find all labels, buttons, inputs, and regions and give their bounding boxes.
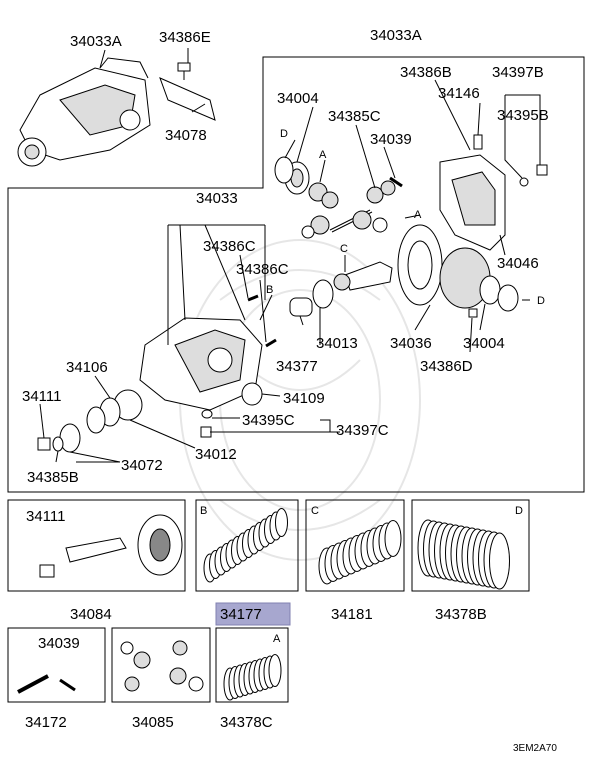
shim-ring — [275, 508, 288, 537]
bracket-icon[interactable] — [159, 77, 216, 121]
part-label-34085[interactable]: 34085 — [132, 714, 174, 731]
shim-ring — [489, 532, 510, 590]
pinion-flange-icon[interactable] — [86, 389, 143, 434]
bolt-icon[interactable] — [468, 308, 478, 318]
side-bearing-icon[interactable] — [497, 284, 519, 312]
part-label-34177[interactable]: 34177 — [220, 606, 262, 623]
washer-icon[interactable] — [201, 409, 213, 419]
nut-icon[interactable] — [200, 426, 212, 438]
box-letter-c: C — [311, 505, 319, 517]
part-label-34397c[interactable]: 34397C — [336, 422, 389, 439]
letter-c-mid: C — [340, 243, 348, 255]
part-label-34036[interactable]: 34036 — [390, 335, 432, 352]
part-label-34039-kit[interactable]: 34039 — [38, 635, 80, 652]
part-label-34106[interactable]: 34106 — [66, 359, 108, 376]
part-label-34386c-2[interactable]: 34386C — [236, 261, 289, 278]
differential-case-icon[interactable] — [439, 247, 501, 309]
part-label-34377[interactable]: 34377 — [276, 358, 318, 375]
part-label-34072[interactable]: 34072 — [121, 457, 163, 474]
collapsible-spacer-icon[interactable] — [312, 279, 334, 309]
spacer-stack-b-icon[interactable] — [203, 508, 288, 583]
nut-icon[interactable] — [37, 437, 51, 451]
diagram-code: 3EM2A70 — [513, 743, 557, 754]
leader-lines — [39, 48, 541, 463]
part-label-34146[interactable]: 34146 — [438, 85, 480, 102]
part-label-34181[interactable]: 34181 — [331, 606, 373, 623]
part-label-34385b[interactable]: 34385B — [27, 469, 79, 486]
pin-icon[interactable] — [389, 176, 403, 188]
vent-icon[interactable] — [473, 134, 483, 150]
part-label-34111-kit[interactable]: 34111 — [26, 508, 66, 525]
main-assembly-frame — [7, 56, 585, 493]
letter-a-mid: A — [414, 209, 422, 221]
part-label-34395b[interactable]: 34395B — [497, 107, 549, 124]
part-label-34386c-1[interactable]: 34386C — [203, 238, 256, 255]
side-gear-icon[interactable] — [308, 182, 339, 209]
part-label-34039[interactable]: 34039 — [370, 131, 412, 148]
kit-box-shim-d[interactable] — [411, 499, 530, 592]
letter-a-top: A — [319, 149, 327, 161]
pinion-gear-icon[interactable] — [301, 210, 388, 239]
shim-ring — [384, 520, 402, 557]
part-label-34378c[interactable]: 34378C — [220, 714, 273, 731]
kit-box-spacer-b[interactable] — [195, 499, 299, 592]
part-label-34386e[interactable]: 34386E — [159, 29, 211, 46]
part-label-34078[interactable]: 34078 — [165, 127, 207, 144]
watermark-emblem — [179, 239, 421, 561]
part-label-34084[interactable]: 34084 — [70, 606, 112, 623]
washer-icon[interactable] — [52, 436, 64, 452]
box-letter-b: B — [200, 505, 207, 517]
part-label-34386d[interactable]: 34386D — [420, 358, 473, 375]
part-label-34378b[interactable]: 34378B — [435, 606, 487, 623]
part-label-34012[interactable]: 34012 — [195, 446, 237, 463]
shim-stack-a-icon[interactable] — [223, 654, 282, 701]
oil-seal-icon[interactable] — [241, 382, 263, 406]
part-label-34386b[interactable]: 34386B — [400, 64, 452, 81]
bolt-icon[interactable] — [247, 294, 277, 348]
part-label-34397b[interactable]: 34397B — [492, 64, 544, 81]
box-letter-d: D — [515, 505, 523, 517]
part-label-34004-right[interactable]: 34004 — [463, 335, 505, 352]
part-label-34111[interactable]: 34111 — [22, 388, 62, 405]
kit-box-gear-set[interactable] — [7, 499, 186, 592]
part-label-34004-top[interactable]: 34004 — [277, 90, 319, 107]
kit-box-spacer-c[interactable] — [305, 499, 405, 592]
cover-icon[interactable] — [439, 154, 506, 251]
part-label-34172[interactable]: 34172 — [25, 714, 67, 731]
part-label-34109[interactable]: 34109 — [283, 390, 325, 407]
box-letter-a: A — [273, 633, 281, 645]
ring-icon[interactable] — [274, 156, 294, 184]
part-label-34046[interactable]: 34046 — [497, 255, 539, 272]
part-label-34013[interactable]: 34013 — [316, 335, 358, 352]
carrier-housing-icon[interactable] — [139, 317, 263, 411]
kit-box-gears[interactable] — [111, 627, 211, 703]
letter-b-mid: B — [266, 284, 273, 296]
part-label-34395c[interactable]: 34395C — [242, 412, 295, 429]
nut-icon[interactable] — [519, 164, 548, 187]
shim-stack-d-icon[interactable] — [417, 519, 510, 590]
bolt-icon[interactable] — [177, 62, 191, 80]
part-label-34033a[interactable]: 34033A — [70, 33, 122, 50]
differential-assembly-icon[interactable] — [17, 57, 151, 167]
part-label-34033[interactable]: 34033 — [196, 190, 238, 207]
part-label-34385c[interactable]: 34385C — [328, 108, 381, 125]
letter-d-top: D — [280, 128, 288, 140]
part-label-34033a-top[interactable]: 34033A — [370, 27, 422, 44]
spacer-icon[interactable] — [289, 297, 313, 317]
flange-icon[interactable] — [59, 423, 81, 453]
selected-part-highlight — [215, 602, 291, 626]
spacer-stack-c-icon[interactable] — [318, 520, 402, 585]
kit-box-shim-a[interactable] — [215, 627, 289, 703]
shim-ring — [268, 654, 282, 687]
drive-pinion-icon[interactable] — [333, 261, 393, 291]
letter-d-right: D — [537, 295, 545, 307]
ring-gear-icon[interactable] — [397, 224, 443, 306]
kit-box-pin[interactable] — [7, 627, 106, 703]
